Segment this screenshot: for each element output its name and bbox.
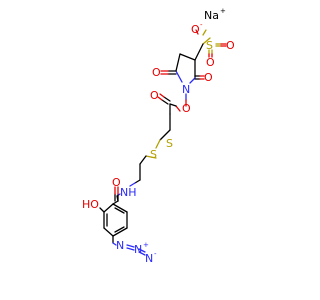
azide-n3-charge: - bbox=[154, 250, 157, 258]
imide-n-label: N bbox=[182, 83, 190, 96]
sulfonate-o-charge: - bbox=[200, 21, 203, 29]
ester-o-label: O bbox=[182, 102, 191, 115]
benzene-ring-bonds bbox=[99, 203, 128, 246]
sulfonate-o-right-label: O bbox=[226, 39, 235, 52]
phenol-ho-label: HO bbox=[82, 198, 99, 211]
sodium-label: Na bbox=[204, 9, 219, 22]
azide-bonds bbox=[126, 244, 146, 256]
azide-n3-label: N bbox=[145, 252, 153, 265]
amide-bonds bbox=[112, 179, 141, 205]
ester-carbonyl-o-label: O bbox=[150, 89, 159, 102]
amide-nh-label: NH bbox=[120, 186, 137, 199]
disulfide-s1-label: S bbox=[150, 148, 157, 161]
sulfonate-o-bottom-label: O bbox=[206, 56, 215, 69]
succinimide-ring-bonds bbox=[160, 43, 205, 107]
atom-labels: Na + S O - O O O O N O O S S O NH HO N N… bbox=[82, 7, 235, 265]
sodium-charge: + bbox=[220, 7, 226, 15]
molecule-diagram: Na + S O - O O O O N O O S S O NH HO N N… bbox=[82, 7, 235, 265]
sulfonate-bonds bbox=[195, 29, 227, 58]
disulfide-bonds bbox=[139, 155, 157, 181]
imide-o-right-label: O bbox=[204, 71, 213, 84]
azide-n2-charge: + bbox=[143, 241, 149, 249]
ester-linker-bonds bbox=[155, 93, 181, 149]
disulfide-s2-label: S bbox=[166, 137, 173, 150]
azide-n1-label: N bbox=[116, 239, 124, 252]
imide-o-left-label: O bbox=[152, 66, 161, 79]
amide-o-label: O bbox=[112, 176, 121, 189]
azide-n2-label: N bbox=[134, 243, 142, 256]
sulfonate-s-label: S bbox=[206, 39, 213, 52]
structure-svg: Na + S O - O O O O N O O S S O NH HO N N… bbox=[82, 7, 235, 265]
sulfonate-o-neg-label: O bbox=[191, 23, 200, 36]
